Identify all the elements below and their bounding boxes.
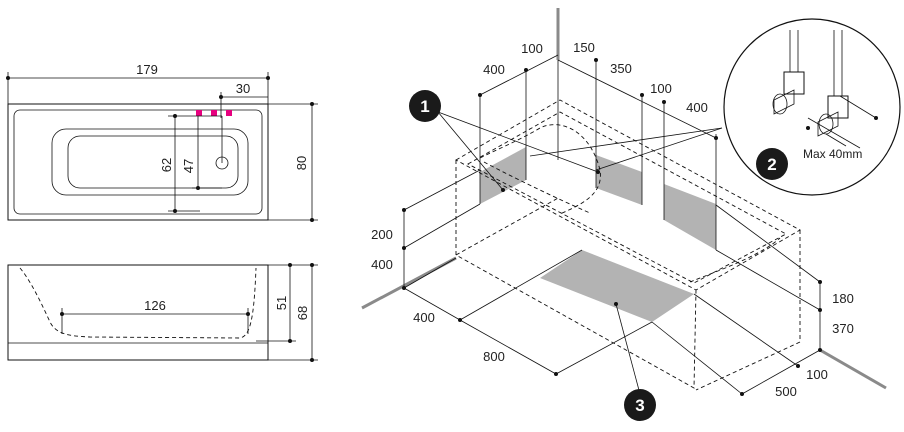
badge-3: 3 (624, 389, 656, 421)
iso-dim-100-top: 100 (521, 41, 543, 56)
iso-dim-400-top-left: 400 (483, 62, 505, 77)
svg-text:2: 2 (767, 155, 776, 174)
iso-dim-180-right: 180 (832, 291, 854, 306)
tub-side-outline (7, 264, 269, 361)
valve-body-icon (827, 95, 849, 119)
side-view: 126 51 68 (7, 263, 318, 362)
iso-dim-100-bottom: 100 (806, 367, 828, 382)
iso-dim-100-top-right: 100 (650, 81, 672, 96)
dim-30: 30 (236, 81, 250, 96)
iso-dim-350-top: 350 (610, 61, 632, 76)
connection-detail: Max 40mm (723, 18, 901, 196)
dim-62: 62 (159, 158, 174, 172)
dim-47: 47 (181, 159, 196, 173)
iso-dim-500-bottom: 500 (775, 384, 797, 399)
iso-dim-400-top-right: 400 (686, 100, 708, 115)
badge-1: 1 (409, 90, 441, 122)
iso-dim-150-top: 150 (573, 40, 595, 55)
svg-text:1: 1 (420, 97, 429, 116)
max-distance-label: Max 40mm (803, 147, 862, 161)
detail-circle (723, 18, 901, 196)
dim-179: 179 (136, 62, 158, 77)
svg-text:3: 3 (635, 396, 644, 415)
wall-panel-left (480, 147, 526, 204)
dim-51: 51 (274, 296, 289, 310)
dim-126: 126 (144, 298, 166, 313)
badge-2: 2 (756, 148, 788, 180)
tub-top-outline (7, 103, 269, 221)
iso-dim-370-right: 370 (832, 321, 854, 336)
wall-panel-right (664, 184, 716, 250)
iso-dim-400-bottom: 400 (413, 310, 435, 325)
floor-line-right (819, 348, 887, 390)
dim-80: 80 (294, 156, 309, 170)
valve-body-icon (783, 71, 805, 95)
tap-marker (211, 110, 217, 116)
iso-dim-200-left: 200 (371, 227, 393, 242)
top-view: 179 30 62 47 80 (6, 62, 318, 222)
wall-panel-middle (596, 155, 642, 205)
iso-dim-800-bottom: 800 (483, 349, 505, 364)
tap-marker (196, 110, 202, 116)
iso-dim-400-left: 400 (371, 257, 393, 272)
floor-line-left (361, 256, 457, 310)
dim-68: 68 (295, 306, 310, 320)
iso-view: 400 100 150 350 100 400 150mm 200 400 18… (361, 8, 887, 399)
floor-panel (540, 250, 694, 322)
tap-marker (226, 110, 232, 116)
